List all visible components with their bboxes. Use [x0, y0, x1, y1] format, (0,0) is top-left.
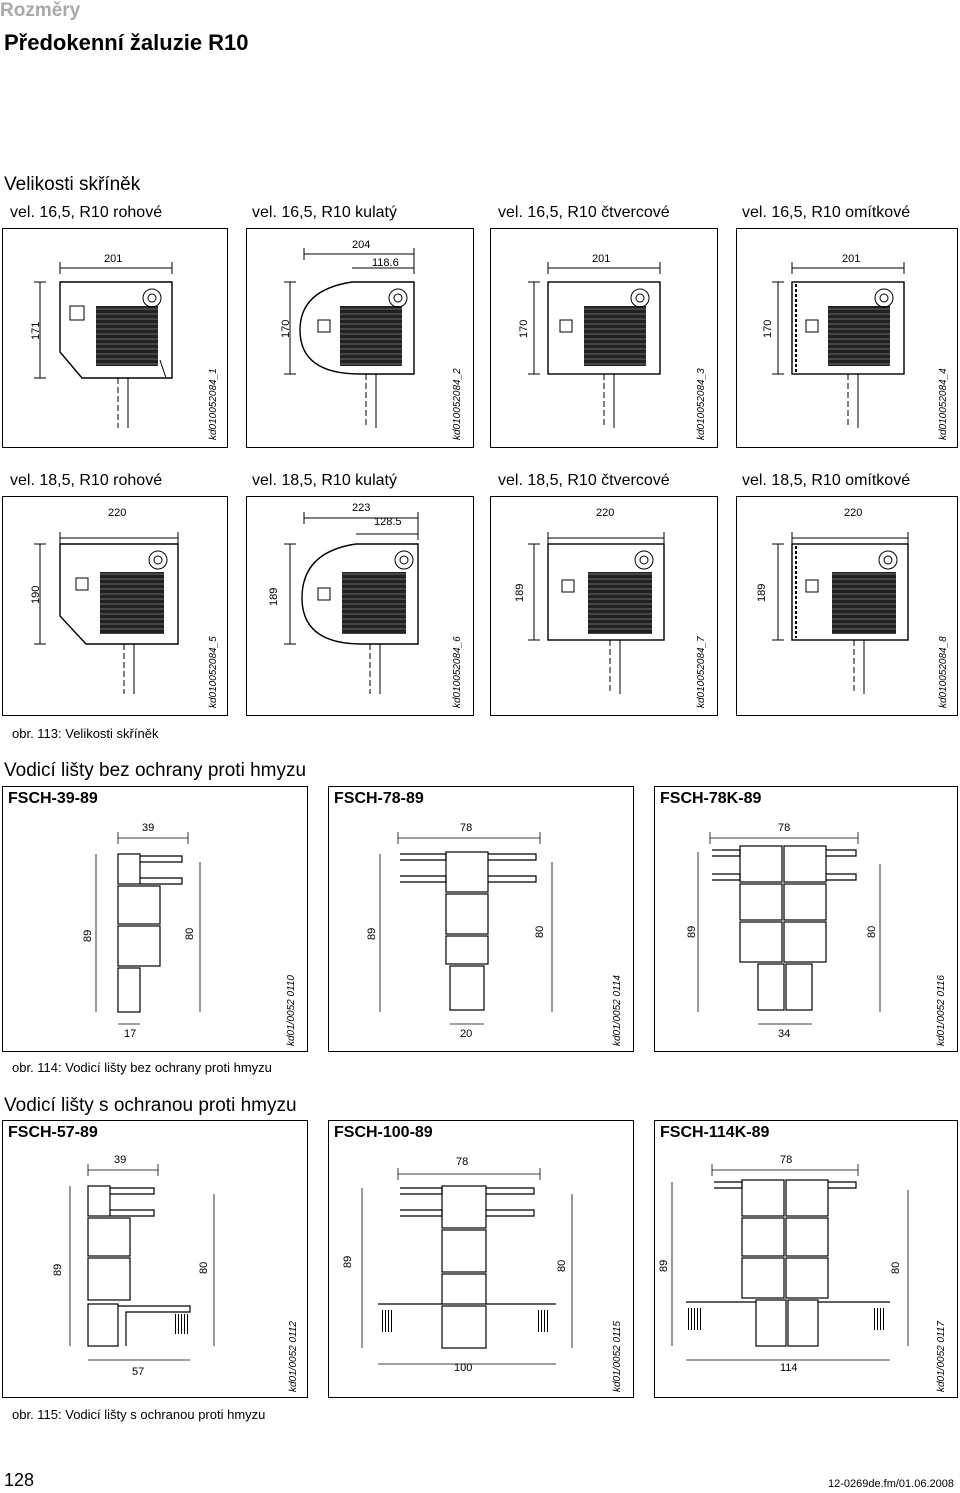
rails-plain-title: Vodicí lišty bez ochrany proti hmyzu	[4, 760, 307, 781]
file-reference: 12-0269de.fm/01.06.2008	[828, 1478, 954, 1490]
top-dimension: 39	[142, 822, 155, 834]
rail-title: FSCH-78-89	[334, 790, 424, 807]
drawing-code: kd010052084_6	[452, 636, 463, 708]
rail-title: FSCH-114K-89	[660, 1124, 770, 1141]
inner-dimension: 80	[184, 927, 196, 940]
rail-plain-drawings	[95, 832, 881, 1025]
drawing-code: kd01/0052 0110	[286, 975, 297, 1046]
housing-title: vel. 18,5, R10 kulatý	[252, 472, 397, 489]
width-dimension: 204	[352, 239, 371, 251]
height-dimension: 89	[686, 925, 698, 938]
inner-dimension: 80	[890, 1261, 902, 1274]
drawing-code: kd01/0052 0112	[288, 1321, 299, 1392]
rail-protected-drawings	[69, 1164, 909, 1365]
rail-drawing-box	[2, 1120, 308, 1398]
drawing-code: kd010052084_1	[208, 368, 219, 440]
inner-width-dimension: 118.6	[372, 257, 399, 269]
housing-title: vel. 16,5, R10 čtvercové	[498, 204, 670, 221]
drawing-code: kd010052084_2	[452, 368, 463, 440]
housing-title: vel. 18,5, R10 čtvercové	[498, 472, 670, 489]
rail-drawing-box	[328, 786, 634, 1052]
inner-dimension: 80	[556, 1259, 568, 1272]
drawing-code: kd010052084_7	[696, 636, 707, 708]
rail-drawing-box	[654, 1120, 958, 1398]
drawing-code: kd01/0052 0115	[612, 1321, 623, 1392]
width-dimension: 220	[844, 507, 863, 519]
bottom-dimension: 20	[460, 1028, 473, 1040]
width-dimension: 220	[108, 507, 127, 519]
height-dimension: 171	[30, 321, 42, 340]
bottom-dimension: 100	[454, 1362, 473, 1374]
page-title: Předokenní žaluzie R10	[4, 30, 249, 55]
width-dimension: 223	[352, 502, 371, 514]
rail-drawing-box	[328, 1120, 634, 1398]
height-dimension: 170	[518, 319, 530, 338]
top-dimension: 78	[456, 1156, 469, 1168]
bottom-dimension: 114	[780, 1362, 798, 1374]
top-dimension: 78	[780, 1154, 793, 1166]
rail-title: FSCH-57-89	[8, 1124, 98, 1141]
width-dimension: 201	[104, 253, 123, 265]
height-dimension: 89	[52, 1263, 64, 1276]
width-dimension: 201	[592, 253, 611, 265]
height-dimension: 89	[366, 927, 378, 940]
rail-title: FSCH-39-89	[8, 790, 98, 807]
housings-title: Velikosti skříněk	[4, 174, 141, 195]
housing-title: vel. 16,5, R10 omítkové	[742, 204, 911, 221]
top-dimension: 78	[460, 822, 473, 834]
height-dimension: 89	[342, 1255, 354, 1268]
height-dimension: 189	[756, 583, 768, 602]
width-dimension: 201	[842, 253, 861, 265]
rail-title: FSCH-78K-89	[660, 790, 762, 807]
page-number: 128	[4, 1470, 35, 1490]
inner-dimension: 80	[534, 925, 546, 938]
bottom-dimension: 34	[778, 1028, 791, 1040]
section-header: Rozměry	[0, 0, 81, 21]
housing-title: vel. 16,5, R10 kulatý	[252, 204, 397, 221]
drawing-code: kd010052084_8	[938, 636, 949, 708]
height-dimension: 189	[268, 587, 280, 606]
height-dimension: 189	[514, 583, 526, 602]
housing-title: vel. 18,5, R10 rohové	[10, 472, 163, 489]
height-dimension: 190	[30, 585, 42, 604]
drawing-code: kd010052084_4	[938, 368, 949, 440]
housing-drawings	[34, 248, 909, 694]
figure-caption: obr. 114: Vodicí lišty bez ochrany proti…	[12, 1060, 272, 1075]
drawing-code: kd010052084_5	[208, 636, 219, 708]
rail-drawing-box	[2, 786, 308, 1052]
inner-width-dimension: 128.5	[374, 516, 402, 528]
rail-drawing-box	[654, 786, 958, 1052]
height-dimension: 170	[280, 319, 292, 338]
drawing-code: kd010052084_3	[696, 368, 707, 440]
housing-title: vel. 16,5, R10 rohové	[10, 204, 163, 221]
bottom-dimension: 17	[124, 1028, 137, 1040]
top-dimension: 78	[778, 822, 791, 834]
top-dimension: 39	[114, 1154, 127, 1166]
inner-dimension: 80	[198, 1261, 210, 1274]
inner-dimension: 80	[866, 925, 878, 938]
rail-title: FSCH-100-89	[334, 1124, 433, 1141]
housing-title: vel. 18,5, R10 omítkové	[742, 472, 911, 489]
bottom-dimension: 57	[132, 1366, 145, 1378]
height-dimension: 89	[658, 1259, 670, 1272]
figure-caption: obr. 115: Vodicí lišty s ochranou proti …	[12, 1407, 266, 1422]
drawing-code: kd01/0052 0114	[612, 975, 623, 1046]
drawing-code: kd01/0052 0116	[936, 975, 947, 1046]
height-dimension: 89	[82, 929, 94, 942]
drawing-code: kd01/0052 0117	[936, 1321, 947, 1392]
height-dimension: 170	[762, 319, 774, 338]
rails-protected-title: Vodicí lišty s ochranou proti hmyzu	[4, 1095, 297, 1116]
figure-caption: obr. 113: Velikosti skříněk	[12, 726, 159, 741]
width-dimension: 220	[596, 507, 615, 519]
